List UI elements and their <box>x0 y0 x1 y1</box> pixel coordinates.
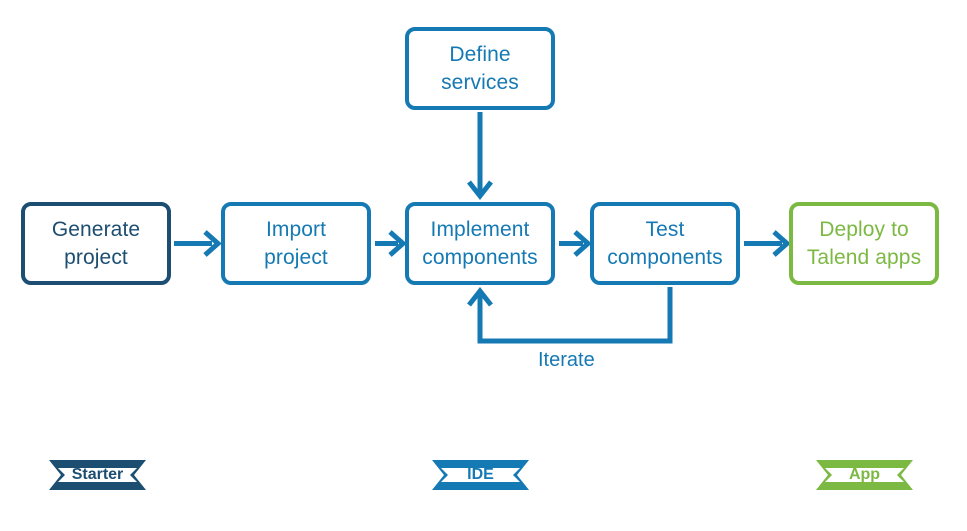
arrow-define-to-implement <box>467 112 493 201</box>
node-define-services[interactable]: Define services <box>405 27 555 110</box>
node-generate-project[interactable]: Generate project <box>21 202 171 285</box>
node-label-line1: Deploy to <box>819 218 909 242</box>
arrow-implement-to-test <box>559 230 592 257</box>
node-label-line1: Implement <box>430 218 530 242</box>
banner-starter: Starter <box>49 460 146 490</box>
ribbon-icon <box>816 460 913 490</box>
node-label-line2: components <box>607 245 723 269</box>
banner-ide: IDE <box>432 460 529 490</box>
node-implement-components[interactable]: Implement components <box>405 202 555 285</box>
edge-label-iterate: Iterate <box>538 349 595 371</box>
ribbon-icon <box>432 460 529 490</box>
node-label-line2: Talend apps <box>806 245 922 269</box>
banner-app: App <box>816 460 913 490</box>
node-label-line2: components <box>422 245 538 269</box>
node-label-line1: Generate <box>51 218 141 242</box>
node-deploy-to-talend-apps[interactable]: Deploy to Talend apps <box>789 202 939 285</box>
node-label-line1: Import <box>265 218 327 242</box>
node-import-project[interactable]: Import project <box>221 202 371 285</box>
node-label-line1: Test <box>645 218 685 242</box>
arrow-test-to-deploy <box>744 230 791 257</box>
banner-label: IDE <box>467 466 494 483</box>
node-label-line2: project <box>64 245 128 269</box>
arrow-import-to-implement <box>375 230 407 257</box>
ribbon-icon <box>49 460 146 490</box>
node-label-line2: project <box>264 245 328 269</box>
banner-label: App <box>848 466 881 483</box>
arrow-iterate-loop <box>467 286 673 344</box>
node-label-line2: services <box>441 70 519 94</box>
arrow-generate-to-import <box>174 230 222 257</box>
node-test-components[interactable]: Test components <box>590 202 740 285</box>
banner-label: Starter <box>71 466 124 483</box>
node-label-line1: Define <box>449 43 511 67</box>
